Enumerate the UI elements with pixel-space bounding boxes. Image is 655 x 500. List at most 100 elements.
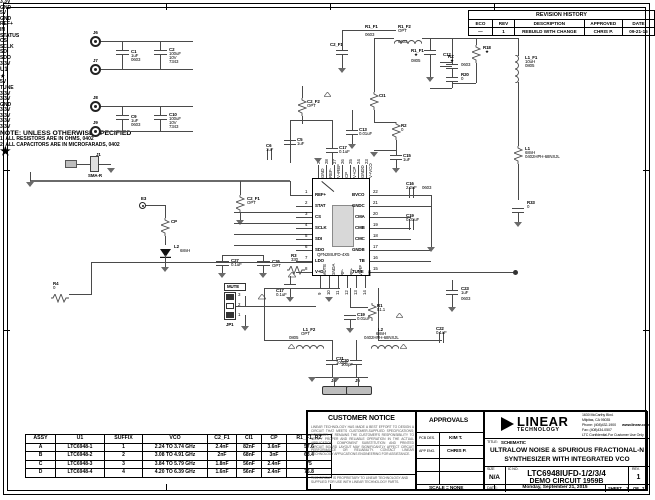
jumper-jp1-pin1[interactable] — [226, 312, 234, 318]
ground-symbol-c27 — [259, 273, 267, 278]
connector-j7[interactable] — [90, 64, 101, 75]
testpoint-label-e3: E3 — [141, 196, 147, 201]
jumper-jp1-pin2[interactable] — [226, 303, 234, 309]
testpoint-e3[interactable] — [139, 202, 146, 209]
ic-pin-label-tb: TB — [359, 258, 365, 263]
assy-cell-assy: C — [25, 459, 56, 469]
component-value-c6: 1uF — [266, 147, 274, 152]
company-name: LINEAR — [517, 414, 569, 429]
ic-pin-num-26: 26 — [340, 159, 345, 164]
capacitor-c13 — [390, 155, 402, 160]
ground-symbol-c21 — [332, 377, 340, 382]
component-value-c17: 0.1uF — [276, 292, 287, 297]
ic-pin-label-cmc: CMC — [355, 236, 365, 241]
date-label: DATE: — [487, 486, 498, 490]
ic-pin-label-gnda: GNDA — [331, 263, 336, 276]
ic-pin-label-vref: V+REF — [336, 164, 341, 178]
component-ref-r4: CI1 — [379, 93, 386, 98]
assy-cell-u1: LTC6948-2 — [55, 451, 105, 461]
assy-header-assy: ASSY — [25, 434, 56, 444]
connector-j1[interactable] — [90, 156, 99, 172]
component-value-c20: 100pF — [341, 362, 353, 367]
ref-input-group: REF+ IN J1 SMA-R — [0, 22, 655, 178]
ic-pin-label-ref-plus: REF+ — [315, 192, 326, 197]
component-value-r1f2: 68nH — [525, 150, 536, 155]
component-ref-r1: C2_F1 — [247, 196, 260, 201]
revision-cell-rev: 1 — [491, 27, 516, 36]
component-value-c1: 1uF — [131, 53, 139, 58]
rail-label-3v3-mute: 3.3V — [0, 90, 11, 97]
revision-header-approved: APPROVED — [583, 19, 623, 28]
ic-pin-num-19: 19 — [373, 222, 378, 227]
ic-pin-num-8: 8 — [305, 266, 308, 271]
ic-pin-label-gndb: GNDB — [352, 247, 365, 252]
resistor-r4 — [368, 92, 380, 115]
component-ref-c1: C1 — [131, 49, 137, 54]
assy-header-c2f1: C2_F1 — [207, 434, 237, 444]
title-line-1: ULTRALOW NOISE & SPURIOUS FRACTIONAL-N — [489, 447, 645, 454]
assy-cell-vco: 2.24 TO 3.74 GHz — [142, 442, 208, 452]
connector-label-jp1: JP1 — [226, 322, 234, 327]
component-value-c26: 0.1uF — [231, 262, 242, 267]
connector-j6[interactable] — [90, 36, 101, 47]
component-ref-l1: L1_F2 — [303, 327, 316, 332]
connector-j4[interactable] — [322, 386, 348, 395]
revision-header-rev: REV — [491, 19, 516, 28]
assy-cell-ci1: 68nF — [236, 451, 262, 461]
revision-header-eco: ECO — [468, 19, 493, 28]
ic-pin-label-ref-minus: REF- — [328, 168, 333, 178]
capacitor-c2 — [154, 50, 167, 55]
jumper-jp1-pin3[interactable] — [226, 294, 234, 300]
notes-title: NOTE: UNLESS OTHERWISE SPECIFIED — [0, 129, 132, 137]
rf-output-group: 3.3V L1_F2 OPT 0805 C20 100pF J4 3.3V L2… — [0, 108, 655, 395]
title-kind: SCHEMATIC — [501, 440, 526, 445]
ground-symbol-d1 — [161, 267, 169, 272]
power-label-3v3: 3.3V — [0, 0, 11, 5]
capacitor-c8 — [336, 50, 348, 55]
assy-cell-assy: D — [25, 468, 56, 478]
component-pkg-r1f1: 0603 — [365, 32, 375, 37]
sheet-border-outer — [3, 3, 650, 495]
capacitor-c9 — [116, 115, 129, 120]
approval-role-app: APP ENG. — [419, 449, 436, 453]
component-ref-c13: C15 — [403, 153, 411, 158]
assy-cell-suffix: 2 — [104, 451, 143, 461]
rail-label-gnd-jp1: GND — [0, 101, 12, 108]
capacitor-c12 — [346, 130, 358, 135]
jumper-pin-num-2: 2 — [238, 302, 241, 307]
title-info-panel: LINEAR TECHNOLOGY 1630 McCarthy Blvd. Mi… — [484, 411, 649, 492]
component-ref-cp: R1_F1 — [411, 48, 424, 53]
component-star-ci1: ★ — [450, 58, 454, 63]
signal-label-sdo: SDO — [0, 54, 11, 61]
table-row: C LTC6948-3 3 3.84 TO 5.79 GHz 1.8nF 56n… — [25, 459, 332, 469]
power-label-gnd-1: GND — [0, 4, 12, 11]
connector-j8[interactable] — [90, 101, 101, 112]
rail-label-3v3-spi: 3.3V — [0, 60, 11, 67]
component-ref-c21: C21 — [336, 356, 344, 361]
component-pkg-c2: 7343 — [169, 59, 179, 64]
component-value-r33: 0 — [53, 285, 56, 290]
assy-cell-c2f1: 2nF — [207, 451, 237, 461]
signal-label-tune: TUNE — [0, 84, 14, 91]
ic-u1-star: ★ — [0, 73, 6, 80]
resistor-r18 — [390, 122, 402, 145]
capacitor-c2f2 — [512, 208, 524, 213]
power-flag-3v3-l1 — [287, 336, 296, 354]
assy-cell-c2f1: 1.6nF — [207, 468, 237, 478]
connector-j9[interactable] — [90, 126, 101, 137]
assy-cell-ci1: 56nF — [236, 468, 262, 478]
ic-pin-label-gndd: GNDD — [360, 165, 365, 178]
component-ref-c17: C17 — [276, 288, 284, 293]
assy-cell-cp: 3.6nF — [261, 442, 287, 452]
component-ref-c2f2: R33 — [527, 200, 535, 205]
inductor-l1f1 — [393, 32, 423, 50]
power-flag-3v3-l2 — [399, 336, 408, 354]
ic-pin-label-rf-minus: RF- — [340, 268, 345, 276]
assy-table-header-row: ASSY U1 SUFFIX VCO C2_F1 CI1 CP R1_F1, R… — [25, 434, 332, 444]
connector-label-j8: J8 — [93, 95, 98, 100]
jumper-pin-num-3: 3 — [238, 292, 241, 297]
connector-j5[interactable] — [346, 386, 372, 395]
ic-pin-label-sdi: SDI — [315, 236, 323, 241]
capacitor-c5 — [284, 140, 296, 145]
revision-cell-eco: — — [468, 27, 493, 36]
